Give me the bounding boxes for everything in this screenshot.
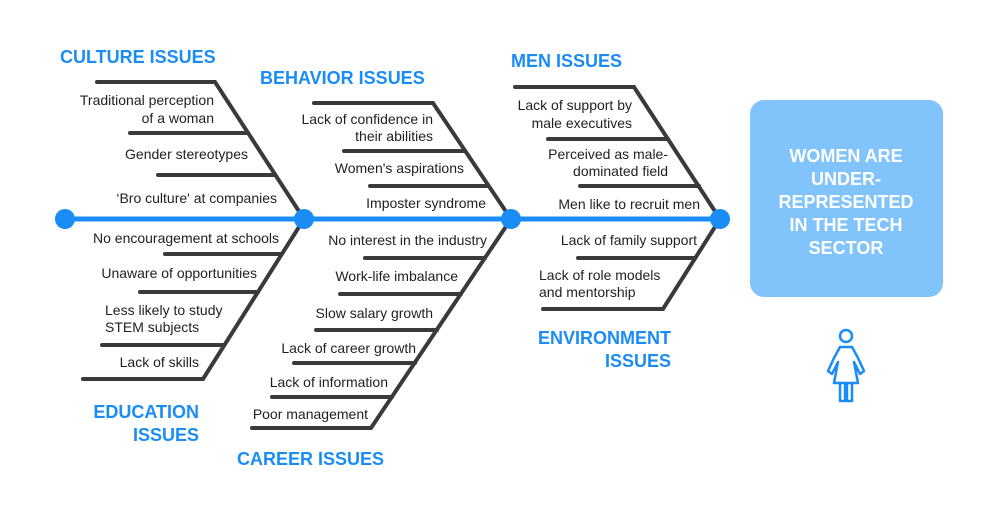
cause-item-line2: of a woman xyxy=(142,110,214,126)
cause-item: Slow salary growth xyxy=(316,305,434,321)
cause-item: Traditional perception xyxy=(80,92,214,108)
career-items: No interest in the industry Work-life im… xyxy=(253,232,487,422)
cause-item-line2: their abilities xyxy=(355,128,433,144)
cause-item: Men like to recruit men xyxy=(558,196,700,212)
cause-item: Lack of information xyxy=(270,374,388,390)
effect-line: IN THE TECH xyxy=(789,215,902,235)
education-bone xyxy=(81,217,306,381)
education-heading: EDUCATION xyxy=(93,402,199,422)
behavior-items: Lack of confidence in their abilities Wo… xyxy=(301,111,486,211)
cause-item: Lack of support by xyxy=(518,97,632,113)
spine-head-node xyxy=(710,209,730,229)
cause-item: Women's aspirations xyxy=(335,160,464,176)
spine-node xyxy=(294,209,314,229)
men-items: Lack of support by male executives Perce… xyxy=(518,97,700,212)
cause-item: Lack of family support xyxy=(561,232,697,248)
cause-item-line2: STEM subjects xyxy=(105,319,199,335)
spine-node xyxy=(501,209,521,229)
cause-item-line2: male executives xyxy=(532,115,632,131)
career-bone xyxy=(250,217,513,430)
effect-line: UNDER- xyxy=(811,169,881,189)
behavior-heading: BEHAVIOR ISSUES xyxy=(260,68,425,88)
culture-bone xyxy=(95,80,306,221)
cause-item: Lack of confidence in xyxy=(301,111,433,127)
cause-item: Perceived as male- xyxy=(548,146,668,162)
career-heading: CAREER ISSUES xyxy=(237,449,384,469)
cause-item: Poor management xyxy=(253,406,368,422)
cause-item: No encouragement at schools xyxy=(93,230,279,246)
cause-item: Lack of skills xyxy=(120,354,199,370)
environment-items: Lack of family support Lack of role mode… xyxy=(539,232,697,300)
cause-item: Unaware of opportunities xyxy=(101,265,257,281)
environment-bone xyxy=(541,217,722,311)
education-heading-line2: ISSUES xyxy=(133,425,199,445)
cause-item: Gender stereotypes xyxy=(125,146,248,162)
men-bone xyxy=(513,85,722,221)
cause-item: Imposter syndrome xyxy=(366,195,486,211)
cause-item-line2: dominated field xyxy=(573,163,668,179)
cause-item: Less likely to study xyxy=(105,302,223,318)
effect-box: WOMEN ARE UNDER- REPRESENTED IN THE TECH… xyxy=(750,100,943,297)
effect-line: WOMEN ARE xyxy=(789,146,902,166)
effect-line: SECTOR xyxy=(809,238,884,258)
education-items: No encouragement at schools Unaware of o… xyxy=(93,230,279,370)
culture-heading: CULTURE ISSUES xyxy=(60,47,216,67)
environment-heading: ENVIRONMENT xyxy=(538,328,671,348)
cause-item: No interest in the industry xyxy=(328,232,487,248)
cause-item-line2: and mentorship xyxy=(539,284,636,300)
men-heading: MEN ISSUES xyxy=(511,51,622,71)
cause-item: Lack of role models xyxy=(539,267,660,283)
effect-line: REPRESENTED xyxy=(778,192,913,212)
woman-icon xyxy=(826,328,866,403)
environment-heading-line2: ISSUES xyxy=(605,351,671,371)
cause-item: ‘Bro culture' at companies xyxy=(116,190,277,206)
cause-item: Lack of career growth xyxy=(281,340,416,356)
culture-items: Traditional perception of a woman Gender… xyxy=(80,92,277,206)
spine-start-node xyxy=(55,209,75,229)
cause-item: Work-life imbalance xyxy=(335,268,458,284)
behavior-bone xyxy=(312,101,513,221)
